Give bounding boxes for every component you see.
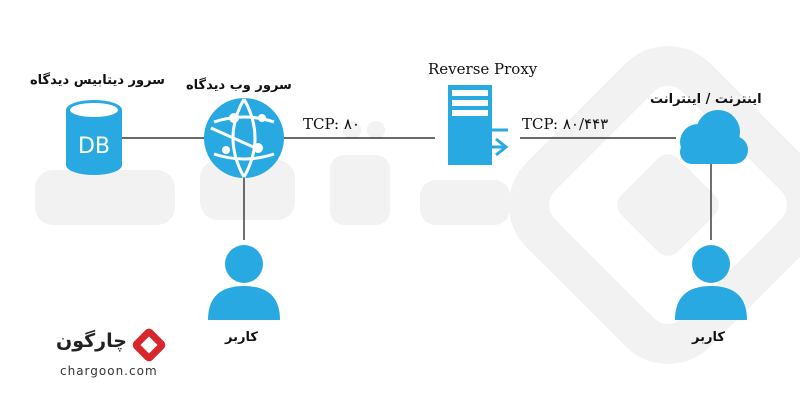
cloud-icon [680, 110, 748, 164]
connections [120, 137, 712, 240]
internet-label: اینترنت / اینترانت [650, 92, 762, 107]
globe-network-icon [204, 98, 284, 178]
web-server-label: سرور وب دیدگاه [186, 78, 292, 93]
user-icon [208, 245, 280, 320]
database-icon: DB [66, 100, 122, 175]
brand-site: chargoon.com [60, 364, 158, 378]
tcp-right-label: TCP: ۸۰/۴۴۳ [522, 115, 609, 133]
db-server-label: سرور دیتابیس دیدگاه [30, 73, 165, 88]
watermark [35, 46, 800, 364]
user-left-label: کاربر [225, 330, 258, 345]
reverse-proxy-label: Reverse Proxy [428, 60, 538, 78]
db-text: DB [78, 134, 110, 159]
tcp-left-label: TCP: ۸۰ [303, 115, 360, 133]
user-icon [675, 245, 747, 320]
chargoon-logo [132, 328, 166, 362]
server-arrows-icon [448, 85, 509, 165]
brand-name: چارگون [56, 330, 127, 352]
user-right-label: کاربر [692, 330, 725, 345]
